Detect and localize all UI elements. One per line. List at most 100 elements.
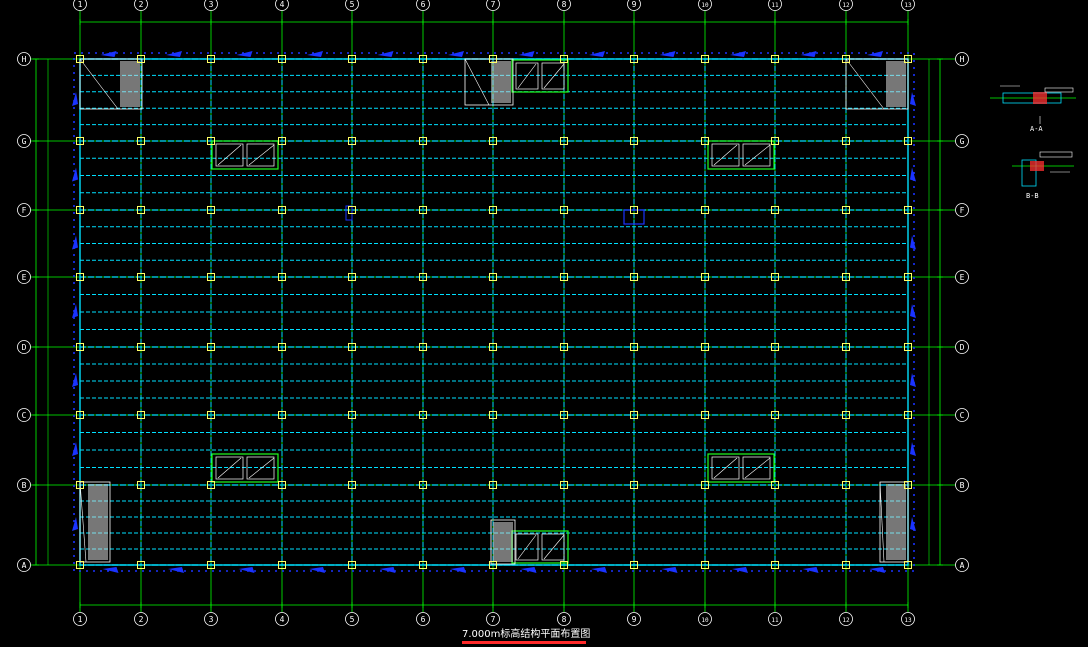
- column: [489, 55, 497, 63]
- section-b-b-detail: B-B: [1012, 151, 1074, 200]
- grid-bubble-col-5: 5: [345, 612, 359, 626]
- column: [842, 137, 850, 145]
- columns: [76, 55, 912, 569]
- bubble-circle: [17, 408, 31, 422]
- grid-bubble-col-12: 12: [839, 612, 853, 626]
- grid-bubble-col-4: 4: [275, 0, 289, 11]
- core-diagonal: [79, 58, 119, 110]
- bubble-label: 12: [842, 617, 850, 624]
- bubble-circle: [955, 478, 969, 492]
- stair-flight: [215, 143, 244, 167]
- stair-opening-g10: [707, 140, 775, 170]
- column: [207, 273, 215, 281]
- column: [701, 137, 709, 145]
- column: [348, 481, 356, 489]
- grid-bubble-row-G: G: [17, 134, 31, 148]
- stair-diagonal: [517, 63, 537, 89]
- column: [560, 561, 568, 569]
- column: [701, 561, 709, 569]
- grid-bubble-col-13: 13: [901, 0, 915, 11]
- opening-frame: [211, 140, 279, 170]
- bubble-circle: [901, 0, 915, 11]
- core-hatch: [120, 61, 140, 107]
- edge-bracket-top: [518, 51, 535, 57]
- stair-flight: [742, 143, 771, 167]
- edge-bracket-right: [910, 167, 916, 182]
- column: [842, 55, 850, 63]
- bubble-circle: [134, 612, 148, 626]
- grid-bubble-col-11: 11: [768, 0, 782, 11]
- stair-diagonal: [744, 144, 771, 166]
- bubble-circle: [955, 134, 969, 148]
- perimeter-edge-members: [72, 51, 916, 573]
- column: [560, 343, 568, 351]
- bubble-circle: [416, 0, 430, 11]
- grid-bubble-col-6: 6: [416, 612, 430, 626]
- bubble-label: B: [960, 481, 965, 490]
- core-corner-a1: [79, 481, 111, 563]
- column: [771, 561, 779, 569]
- column: [630, 55, 638, 63]
- column: [489, 411, 497, 419]
- column: [560, 137, 568, 145]
- bubble-circle: [955, 408, 969, 422]
- grid-bubble-col-11: 11: [768, 612, 782, 626]
- bubble-circle: [486, 0, 500, 11]
- bubble-label: 5: [350, 0, 355, 9]
- stair-flight: [541, 62, 565, 90]
- edge-bracket-bottom: [520, 567, 537, 573]
- grid-bubble-row-F: F: [17, 203, 31, 217]
- grid-bubble-col-1: 1: [73, 612, 87, 626]
- core-diagonal: [464, 58, 490, 106]
- core-corner-h1: [79, 58, 143, 110]
- column: [701, 55, 709, 63]
- bubble-label: 6: [421, 0, 426, 9]
- edge-bracket-bottom: [238, 567, 255, 573]
- stair-flight: [246, 456, 275, 480]
- grid-bubble-col-3: 3: [204, 0, 218, 11]
- section-b-label: B-B: [1026, 192, 1039, 200]
- drawing-title: 7.000m标高结构平面布置图: [462, 629, 591, 640]
- bubble-label: 11: [771, 2, 779, 9]
- bubble-label: 2: [139, 615, 144, 624]
- core-hatch: [886, 61, 906, 107]
- column: [771, 481, 779, 489]
- grid-bubble-row-A: A: [17, 558, 31, 572]
- column: [207, 561, 215, 569]
- column: [842, 481, 850, 489]
- bubble-label: 6: [421, 615, 426, 624]
- bubble-label: 3: [209, 0, 214, 9]
- bubble-circle: [698, 612, 712, 626]
- grid-bubble-row-D: D: [17, 340, 31, 354]
- column: [904, 55, 912, 63]
- column: [560, 55, 568, 63]
- edge-bracket-right: [910, 92, 916, 106]
- grid-bubble-row-C: C: [17, 408, 31, 422]
- column: [76, 343, 84, 351]
- core-hatch: [493, 522, 513, 562]
- column: [904, 137, 912, 145]
- column: [489, 481, 497, 489]
- bubble-circle: [557, 612, 571, 626]
- bubble-circle: [627, 612, 641, 626]
- column: [207, 343, 215, 351]
- stair-diagonal: [248, 457, 275, 479]
- column: [701, 273, 709, 281]
- core-diagonal: [879, 481, 885, 563]
- column: [630, 561, 638, 569]
- column: [771, 343, 779, 351]
- column: [630, 481, 638, 489]
- bubble-label: 2: [139, 0, 144, 9]
- column: [348, 273, 356, 281]
- column: [207, 481, 215, 489]
- drawing-title-block: 7.000m标高结构平面布置图: [462, 630, 590, 644]
- stair-diagonal: [543, 63, 565, 89]
- core-corner-a13: [879, 481, 909, 563]
- column: [560, 481, 568, 489]
- column: [842, 343, 850, 351]
- grid-bubble-col-13: 13: [901, 612, 915, 626]
- bubble-label: 1: [78, 0, 83, 9]
- column: [348, 343, 356, 351]
- edge-bracket-top: [730, 51, 746, 57]
